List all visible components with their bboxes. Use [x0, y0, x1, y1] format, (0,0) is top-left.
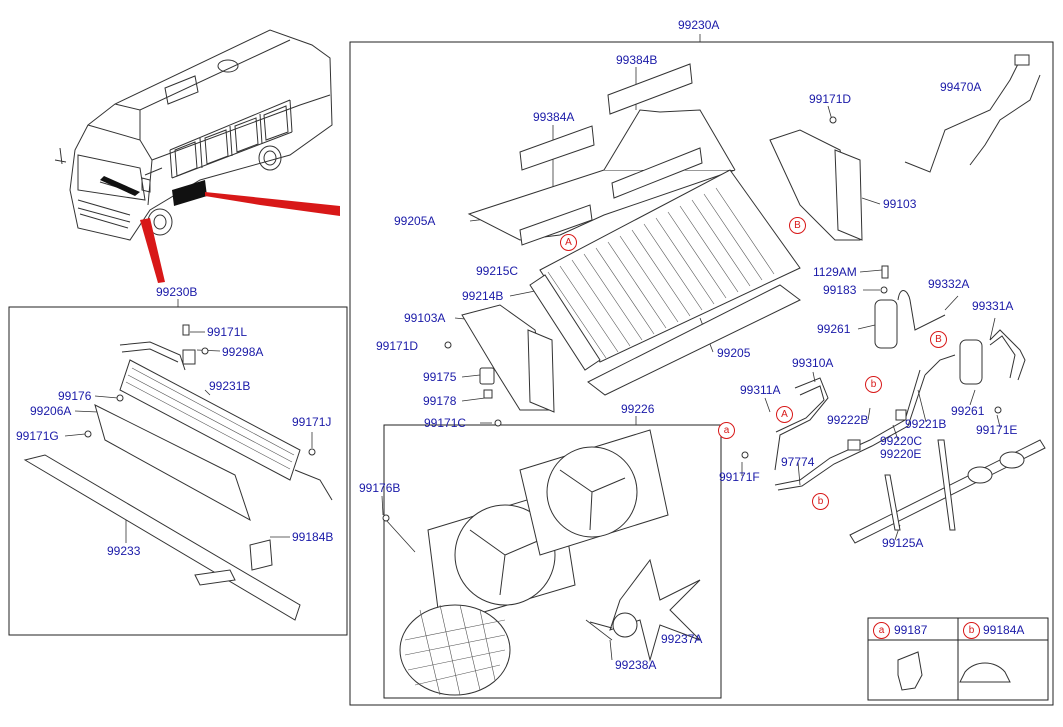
legend-key-a: a: [873, 622, 890, 639]
label-99310A: 99310A: [792, 356, 834, 370]
label-99206A: 99206A: [30, 404, 72, 418]
legend-box: [867, 617, 1049, 701]
label-99298A: 99298A: [222, 345, 264, 359]
bus-front-part-highlight: [100, 176, 140, 196]
label-99470A: 99470A: [940, 80, 982, 94]
frame-99230A: [349, 41, 1054, 706]
label-99231B: 99231B: [209, 379, 251, 393]
label-1129AM: 1129AM: [813, 265, 857, 279]
label-99220C: 99220C: [880, 434, 923, 448]
callout-A-1: A: [560, 234, 577, 251]
part-99261-b: [959, 339, 983, 385]
part-99231B: [119, 359, 301, 481]
part-99261-a: [874, 299, 898, 349]
label-99214B: 99214B: [462, 289, 504, 303]
label-99171L: 99171L: [207, 325, 248, 339]
label-99222B: 99222B: [827, 413, 869, 427]
label-99221B: 99221B: [905, 417, 947, 431]
label-99183: 99183: [823, 283, 857, 297]
label-99331A: 99331A: [972, 299, 1014, 313]
frame-99226: [383, 424, 722, 699]
condenser-assembly: [444, 63, 863, 427]
pointer-arrow-right: [205, 192, 340, 216]
label-99125A: 99125A: [882, 536, 924, 550]
label-99176: 99176: [58, 389, 92, 403]
label-99233: 99233: [107, 544, 141, 558]
callout-B-2: B: [930, 331, 947, 348]
label-99171C: 99171C: [424, 416, 467, 430]
pointer-arrow-down: [140, 218, 165, 283]
part-99206A: [94, 404, 251, 522]
callout-b-2: b: [812, 493, 829, 510]
legend-part-99184A: 99184A: [983, 623, 1025, 637]
label-99311A: 99311A: [740, 383, 781, 397]
label-99220E: 99220E: [880, 447, 922, 461]
callout-B-1: B: [789, 217, 806, 234]
fan-assembly: [382, 429, 701, 696]
left-assembly: [23, 324, 333, 621]
label-99178: 99178: [423, 394, 457, 408]
callout-a-1: a: [718, 422, 735, 439]
label-99171J: 99171J: [292, 415, 332, 429]
bus-side-part-highlight: [172, 180, 207, 206]
fan-guard: [399, 604, 511, 696]
label-99171E: 99171E: [976, 423, 1018, 437]
clamp-99184A-icon: [959, 662, 1011, 683]
label-99171D: 99171D: [809, 92, 852, 106]
callout-b-1: b: [865, 376, 882, 393]
label-99176B: 99176B: [359, 481, 401, 495]
label-99171G: 99171G: [16, 429, 59, 443]
label-99171F: 99171F: [719, 470, 760, 484]
legend-icons: [897, 651, 1011, 691]
clip-99187-icon: [897, 651, 923, 691]
label-99230B: 99230B: [156, 285, 198, 299]
label-99384A: 99384A: [533, 110, 575, 124]
label-99171D-a: 99171D: [376, 339, 419, 353]
label-99261-b: 99261: [951, 404, 985, 418]
label-99226: 99226: [621, 402, 655, 416]
receiver-drier-and-pipes: [741, 54, 1041, 491]
label-99238A: 99238A: [615, 658, 657, 672]
legend-part-99187: 99187: [894, 623, 928, 637]
label-99184B: 99184B: [292, 530, 334, 544]
label-99230A: 99230A: [678, 18, 720, 32]
fan-motor-99238A: [612, 612, 638, 638]
bracket-99125A: [849, 439, 1046, 544]
label-99205A: 99205A: [394, 214, 436, 228]
part-99384B: [607, 63, 693, 115]
label-99261-a: 99261: [817, 322, 851, 336]
callout-A-2: A: [776, 406, 793, 423]
label-99384B: 99384B: [616, 53, 658, 67]
label-99175: 99175: [423, 370, 457, 384]
label-99215C: 99215C: [476, 264, 519, 278]
label-97774: 97774: [781, 455, 815, 469]
legend-key-b: b: [963, 622, 980, 639]
label-99237A: 99237A: [661, 632, 703, 646]
part-99184B: [249, 539, 273, 571]
label-99332A: 99332A: [928, 277, 970, 291]
part-99233: [23, 454, 301, 621]
label-99103A: 99103A: [404, 311, 446, 325]
label-99205: 99205: [717, 346, 751, 360]
label-99103: 99103: [883, 197, 917, 211]
bus-illustration: [54, 29, 333, 241]
part-99384A: [519, 125, 595, 171]
